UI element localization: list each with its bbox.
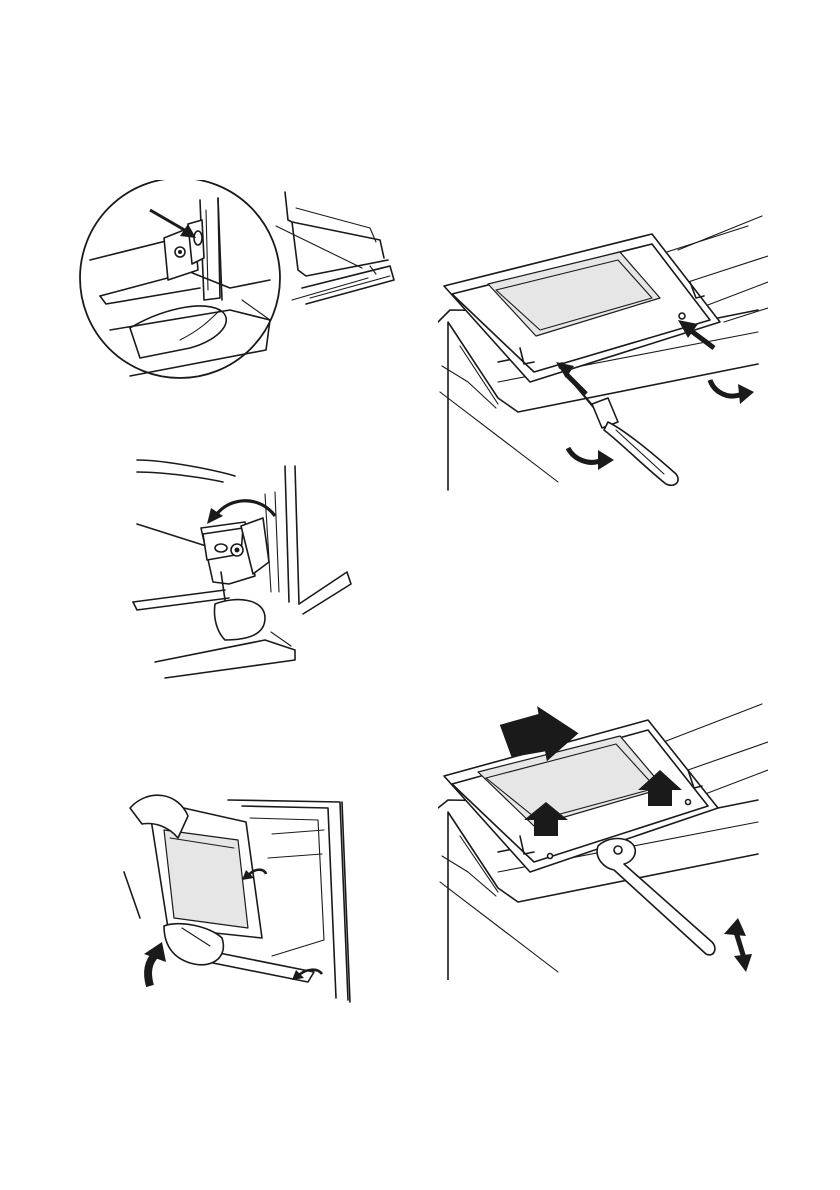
double-arrow-icon [724, 918, 752, 972]
figure-hinge-lever-flip [125, 452, 360, 684]
rotate-arrow-icon [207, 501, 275, 524]
up-arrow-icon [144, 942, 166, 986]
hinge-magnified-drawing [70, 180, 400, 390]
figure-hinge-magnified [70, 180, 400, 390]
door-glass-removal-drawing [438, 696, 768, 980]
figure-door-screws-removal [438, 212, 768, 492]
door-screws-removal-drawing [438, 212, 768, 492]
hinge-lever-flip-drawing [125, 452, 360, 684]
door-lift-off-drawing [118, 778, 363, 1004]
figure-door-lift-off [118, 778, 363, 1004]
rotate-arrow-icon [568, 380, 754, 470]
figure-door-glass-removal [438, 696, 768, 980]
wrench-icon [597, 839, 715, 955]
